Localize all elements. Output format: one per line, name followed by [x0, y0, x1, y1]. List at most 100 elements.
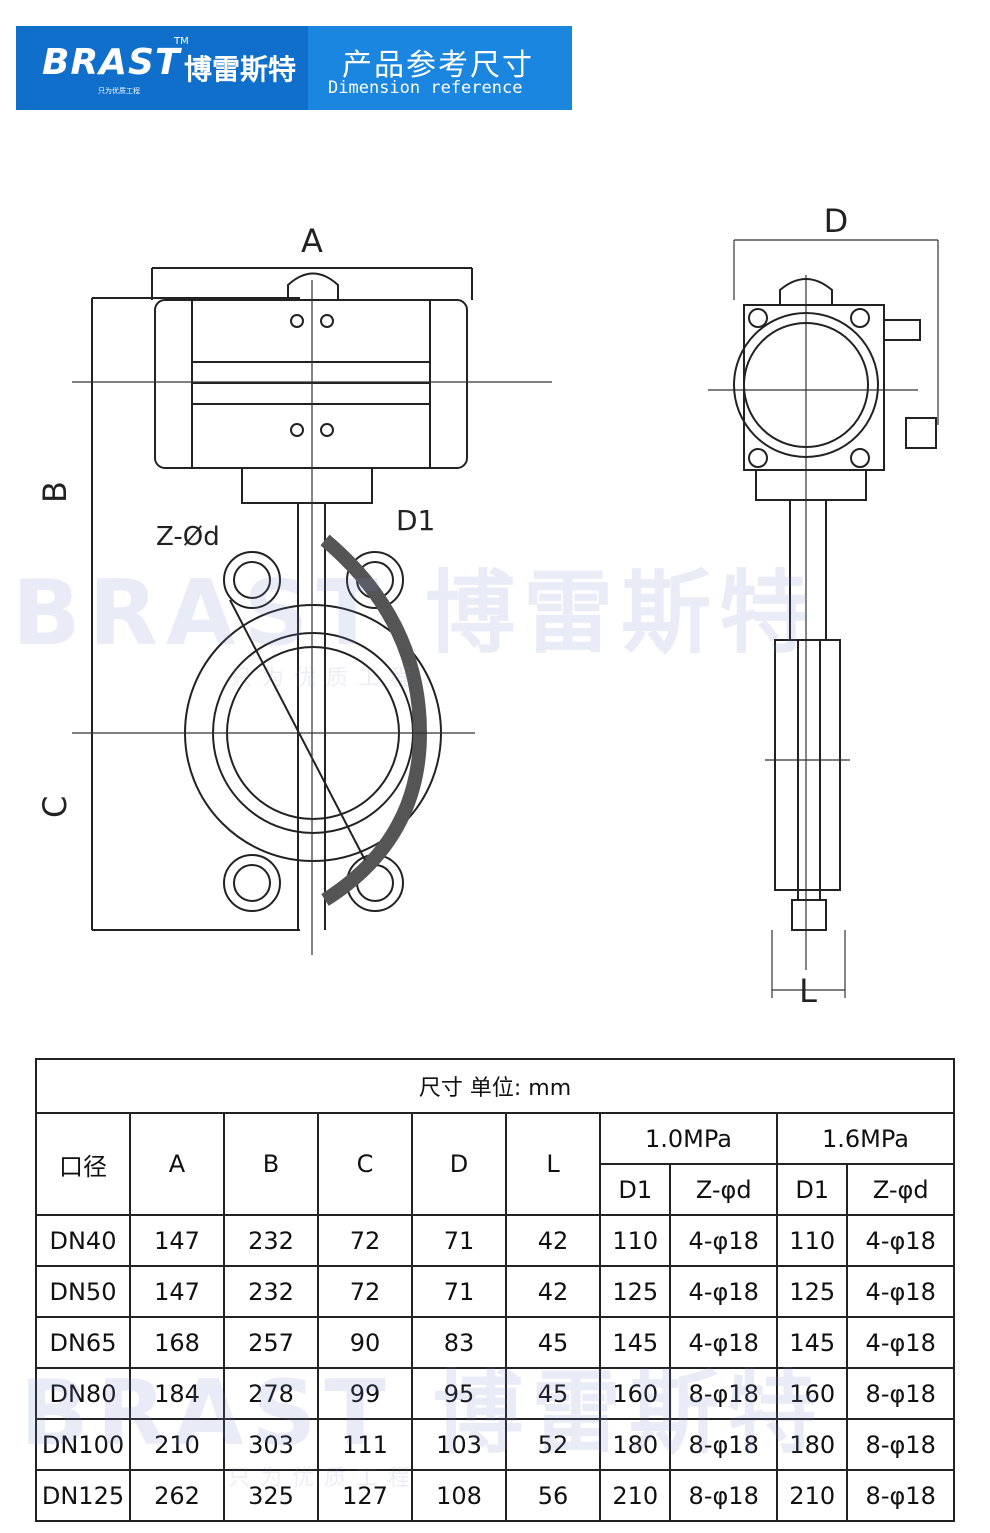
table-cell: 4-φ18: [846, 1316, 955, 1369]
column-header: C: [317, 1112, 413, 1216]
valve-drawing: A B C D L Z-Ød D1: [36, 202, 939, 1010]
brand-block: BRAST TM 博雷斯特 只为优质工程: [16, 26, 308, 110]
table-cell: 8-φ18: [846, 1469, 955, 1522]
table-header-row: 口径 A B C D L 1.0MPa 1.6MPa: [35, 1112, 956, 1216]
table-cell: 210: [598, 1469, 672, 1522]
table-cell: 42: [505, 1265, 601, 1318]
watermark-top: BRAST 博雷斯特: [12, 561, 818, 666]
trademark-mark: TM: [174, 36, 189, 47]
table-cell: 99: [317, 1367, 413, 1420]
table-cell: 4-φ18: [846, 1214, 955, 1267]
table-cell: 257: [223, 1316, 319, 1369]
table-cell: 8-φ18: [846, 1367, 955, 1420]
table-cell: 184: [129, 1367, 225, 1420]
table-cell: 72: [317, 1265, 413, 1318]
table-cell: 210: [129, 1418, 225, 1471]
table-cell: 42: [505, 1214, 601, 1267]
watermark-bottom: BRAST 博雷斯特: [20, 1361, 826, 1466]
table-cell: 147: [129, 1265, 225, 1318]
sub-column-header: D1: [775, 1163, 849, 1216]
table-cell: 160: [775, 1367, 849, 1420]
page-title-cn: 产品参考尺寸: [342, 48, 534, 83]
table-cell: 278: [223, 1367, 319, 1420]
table-cell: DN40: [35, 1214, 131, 1267]
table-cell: 90: [317, 1316, 413, 1369]
brand-name-cn: 博雷斯特: [184, 53, 297, 86]
table-cell: 4-φ18: [846, 1265, 955, 1318]
table-cell: 103: [411, 1418, 507, 1471]
table-cell: 8-φ18: [669, 1418, 778, 1471]
bolt-hole-label: Z-Ød: [156, 522, 220, 552]
table-cell: 180: [598, 1418, 672, 1471]
brand-slogan: 只为优质工程: [98, 87, 140, 95]
dimension-table: 尺寸 单位: mm 口径 A B C D L 1.0MPa 1.6MPa D1 …: [35, 1058, 956, 1522]
table-cell: 147: [129, 1214, 225, 1267]
table-cell: 8-φ18: [669, 1469, 778, 1522]
watermark-slogan-bottom: 只为优质工程: [228, 1466, 421, 1491]
header-banner: BRAST TM 博雷斯特 只为优质工程 产品参考尺寸 Dimension re…: [16, 26, 572, 110]
table-cell: 52: [505, 1418, 601, 1471]
table-cell: 127: [317, 1469, 413, 1522]
table-cell: DN80: [35, 1367, 131, 1420]
table-cell: 262: [129, 1469, 225, 1522]
column-header: B: [223, 1112, 319, 1216]
table-cell: 45: [505, 1367, 601, 1420]
table-cell: 180: [775, 1418, 849, 1471]
table-cell: 125: [598, 1265, 672, 1318]
table-caption: 尺寸 单位: mm: [35, 1058, 955, 1114]
table-subheader-row: D1 Z-φd D1 Z-φd: [36, 1163, 955, 1216]
sub-column-header: Z-φd: [669, 1163, 778, 1216]
dimension-label-b: B: [36, 481, 74, 503]
table-cell: 125: [775, 1265, 849, 1318]
table-cell: 4-φ18: [669, 1316, 778, 1369]
pressure-group-header: 1.0MPa: [599, 1112, 778, 1165]
table-cell: 71: [411, 1214, 507, 1267]
watermark-slogan-top: 只为优质工程: [230, 666, 423, 691]
dimension-label-d: D: [824, 202, 849, 240]
table-cell: DN65: [35, 1316, 131, 1369]
table-cell: DN50: [35, 1265, 131, 1318]
column-header: 口径: [35, 1112, 131, 1216]
sub-column-header: Z-φd: [846, 1163, 955, 1216]
table-cell: 83: [411, 1316, 507, 1369]
table-cell: 303: [223, 1418, 319, 1471]
pressure-group-header: 1.6MPa: [775, 1112, 956, 1165]
table-cell: 145: [598, 1316, 672, 1369]
dimension-label-l: L: [799, 972, 817, 1010]
table-caption-row: 尺寸 单位: mm: [35, 1058, 955, 1114]
table-cell: 111: [317, 1418, 413, 1471]
table-cell: 72: [317, 1214, 413, 1267]
column-header: L: [505, 1112, 601, 1216]
table-cell: 45: [505, 1316, 601, 1369]
table-cell: 232: [223, 1214, 319, 1267]
table-cell: DN125: [35, 1469, 131, 1522]
page-title-en: Dimension reference: [328, 78, 523, 98]
flange-diameter-label: D1: [396, 504, 435, 537]
table-cell: 4-φ18: [669, 1265, 778, 1318]
column-header: D: [411, 1112, 507, 1216]
table-cell: 325: [223, 1469, 319, 1522]
table-cell: 8-φ18: [669, 1367, 778, 1420]
table-cell: 95: [411, 1367, 507, 1420]
table-cell: 71: [411, 1265, 507, 1318]
dimension-label-c: C: [36, 796, 74, 818]
table-cell: 108: [411, 1469, 507, 1522]
table-cell: 8-φ18: [846, 1418, 955, 1471]
brand-logo: BRAST: [42, 42, 181, 83]
table-cell: DN100: [35, 1418, 131, 1471]
table-cell: 4-φ18: [669, 1214, 778, 1267]
table-cell: 110: [598, 1214, 672, 1267]
table-cell: 145: [775, 1316, 849, 1369]
column-header: A: [129, 1112, 225, 1216]
table-cell: 160: [598, 1367, 672, 1420]
table-cell: 56: [505, 1469, 601, 1522]
dimension-label-a: A: [301, 222, 323, 260]
table-cell: 210: [775, 1469, 849, 1522]
table-cell: 232: [223, 1265, 319, 1318]
